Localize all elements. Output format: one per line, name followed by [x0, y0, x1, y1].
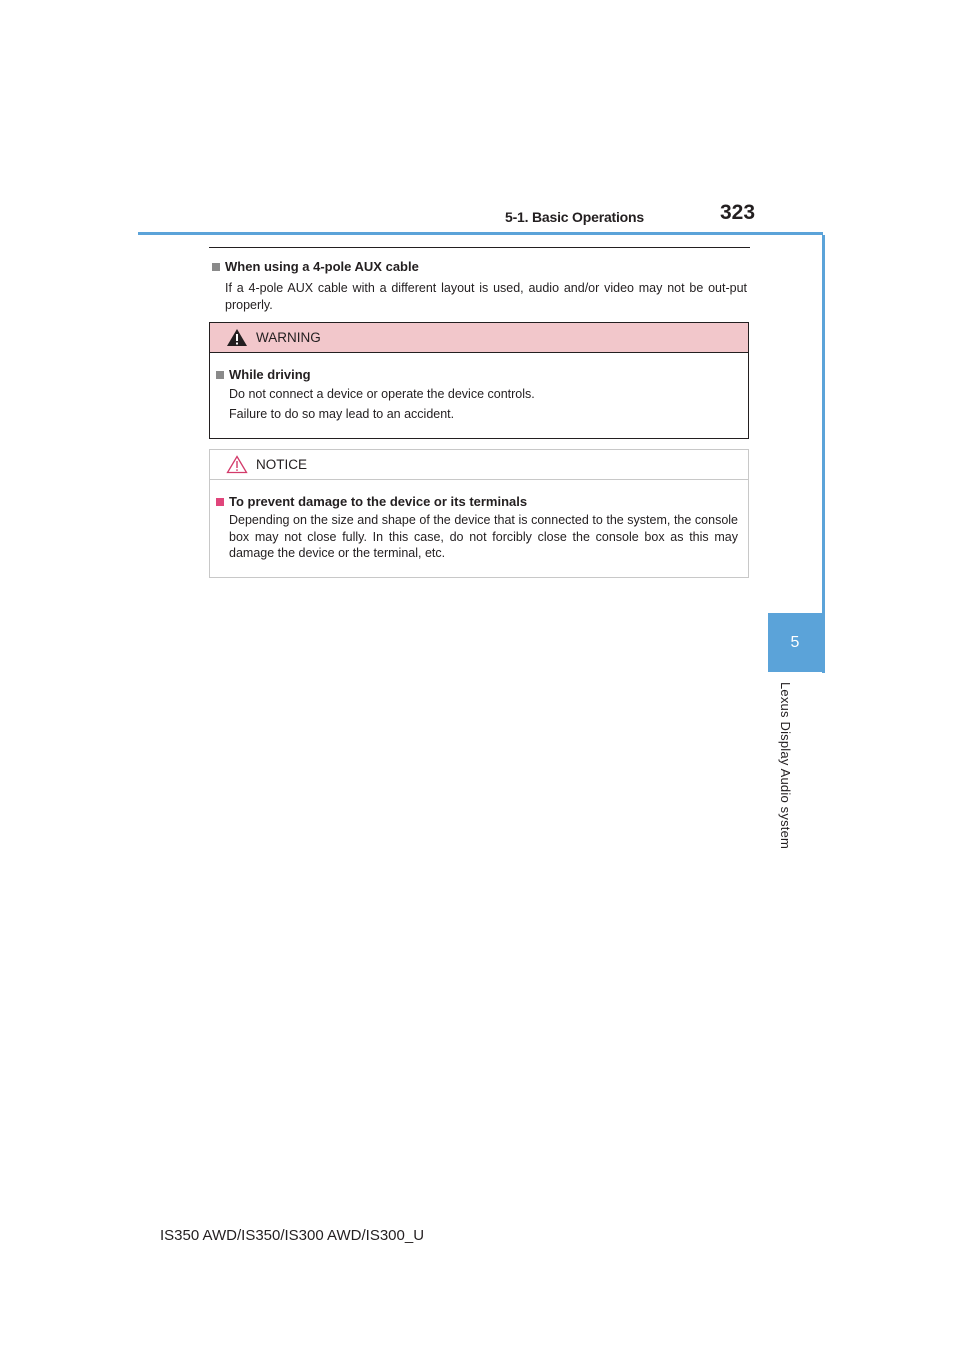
header-rule: [138, 232, 823, 235]
warning-item-heading-text: While driving: [229, 367, 311, 382]
square-bullet-icon: [212, 262, 220, 271]
warning-body: While driving Do not connect a device or…: [210, 353, 748, 423]
section-title: 5-1. Basic Operations: [505, 209, 644, 225]
chapter-label: Lexus Display Audio system: [778, 682, 793, 850]
notice-item-heading: To prevent damage to the device or its t…: [216, 494, 738, 509]
chapter-tab: 5: [768, 613, 822, 672]
chapter-number: 5: [790, 633, 800, 651]
paragraph-heading: When using a 4-pole AUX cable: [212, 259, 419, 274]
notice-body: To prevent damage to the device or its t…: [210, 480, 748, 562]
side-tab-line: [822, 235, 825, 673]
page-number: 323: [720, 201, 756, 224]
model-footer: IS350 AWD/IS350/IS300 AWD/IS300_U: [160, 1227, 425, 1244]
notice-header: NOTICE: [210, 450, 748, 480]
warning-item-heading: While driving: [216, 367, 738, 382]
notice-item-heading-text: To prevent damage to the device or its t…: [229, 494, 528, 509]
notice-box: NOTICE To prevent damage to the device o…: [209, 449, 749, 578]
warning-line: Failure to do so may lead to an accident…: [229, 407, 455, 421]
caution-triangle-icon: [226, 455, 248, 474]
square-bullet-icon: [216, 370, 224, 379]
warning-line: Do not connect a device or operate the d…: [229, 387, 535, 401]
warning-triangle-icon: [227, 329, 247, 346]
warning-title: WARNING: [256, 330, 321, 345]
paragraph-text: If a 4-pole AUX cable with a different l…: [225, 281, 747, 312]
section-divider: [209, 247, 750, 248]
square-bullet-icon: [216, 497, 224, 506]
paragraph-heading-text: When using a 4-pole AUX cable: [225, 259, 419, 274]
notice-text: Depending on the size and shape of the d…: [229, 513, 738, 560]
warning-box: WARNING While driving Do not connect a d…: [209, 322, 749, 439]
notice-title: NOTICE: [256, 457, 308, 472]
warning-header: WARNING: [210, 323, 748, 353]
